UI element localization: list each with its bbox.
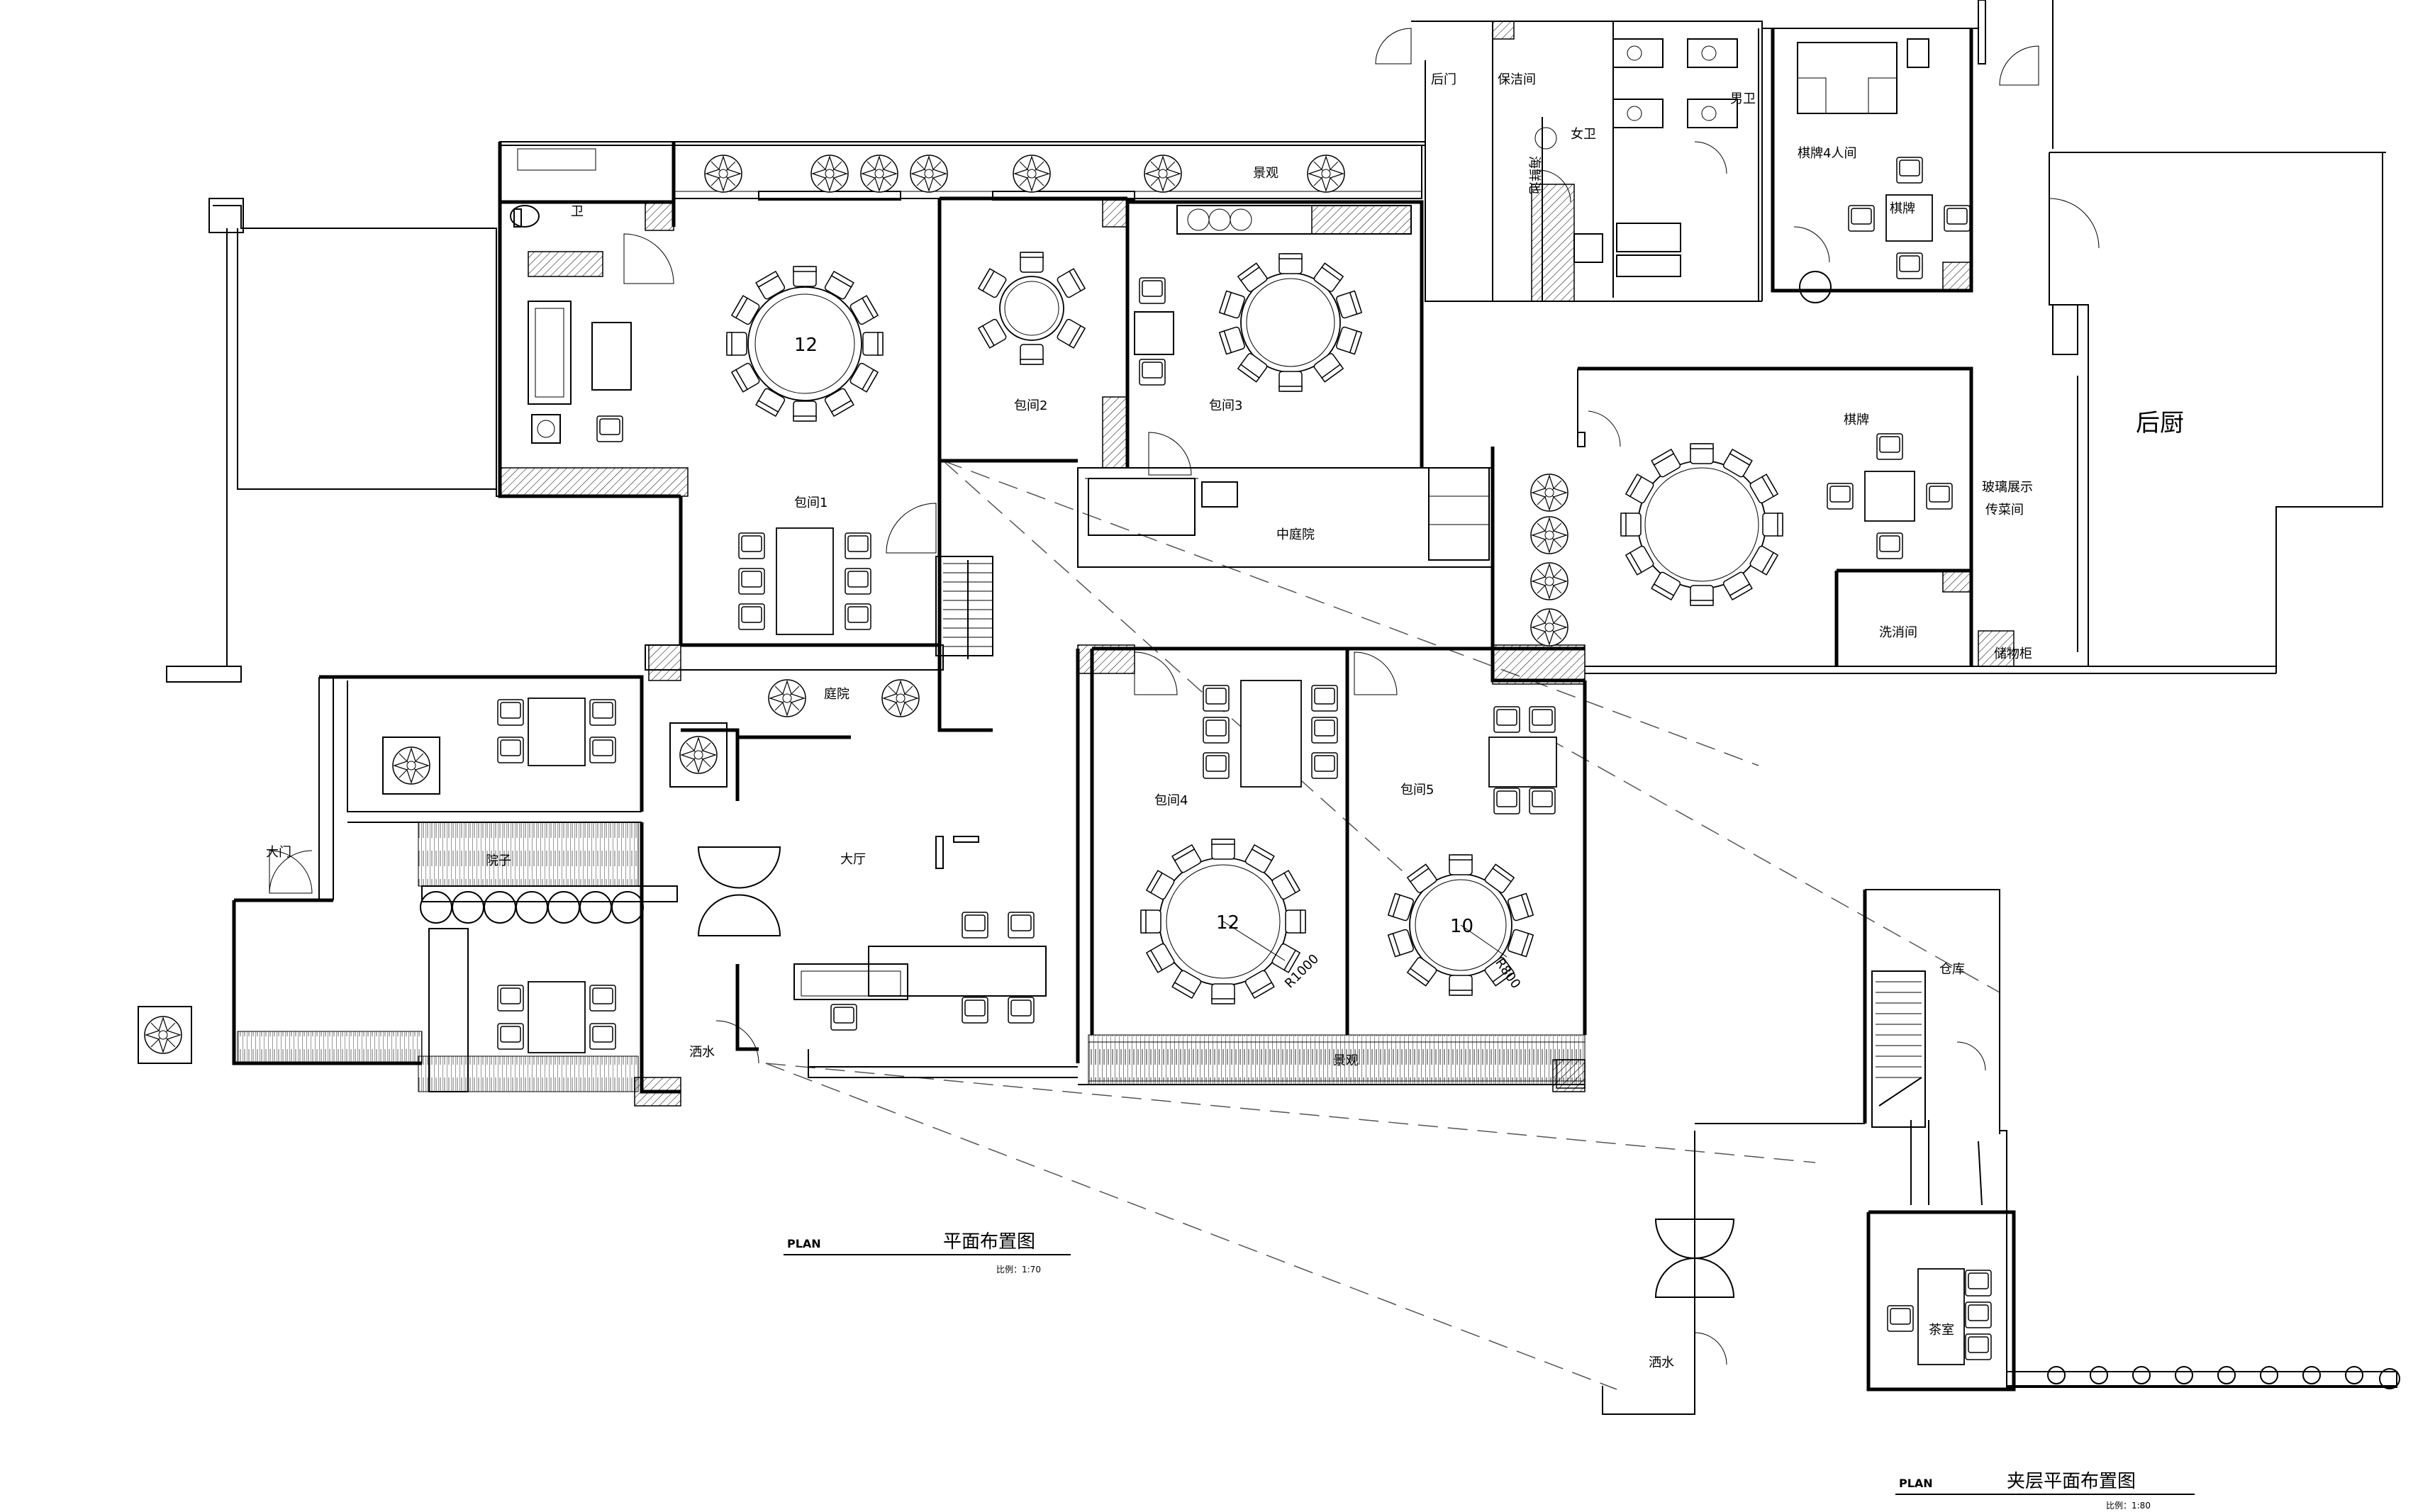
label-warehouse: 仓库 <box>1939 962 1965 977</box>
round-table-room2 <box>978 252 1086 365</box>
guide-lines <box>765 460 2000 1390</box>
label-garden: 庭院 <box>824 687 849 702</box>
label-yard: 院子 <box>486 853 511 868</box>
restroom-fixtures <box>1534 38 1929 303</box>
room3-fixtures <box>1134 205 1412 386</box>
label-landscape-top: 景观 <box>1253 166 1278 181</box>
label-seafood-pool: 海鲜池 <box>1527 156 1542 194</box>
main-plan-title: PLAN 平面布置图 比例：1:70 <box>784 1231 1071 1275</box>
main-plan-label: PLAN <box>787 1237 821 1250</box>
label-main-gate: 大门 <box>266 845 291 860</box>
chess-table-right <box>1827 433 1953 559</box>
mezzanine-plan-label: PLAN <box>1899 1477 1933 1490</box>
main-plan-title-text: 平面布置图 <box>943 1231 1035 1253</box>
decks <box>237 822 1586 1092</box>
label-room4-seats: 12 <box>1216 912 1239 934</box>
label-chess4-table: 棋牌 <box>1890 201 1915 216</box>
rect-table-courtyard <box>497 698 616 766</box>
label-hall: 大厅 <box>840 852 866 867</box>
round-table-right-room <box>1620 443 1783 606</box>
round-table-room5 <box>1387 854 1534 996</box>
label-water-feature: 洒水 <box>689 1045 715 1060</box>
label-water-feature-mezz: 洒水 <box>1649 1355 1674 1370</box>
label-dishwash: 洗消间 <box>1879 625 1917 640</box>
mezzanine-plan-title-text: 夹层平面布置图 <box>2007 1471 2136 1492</box>
label-mens: 男卫 <box>1730 91 1756 106</box>
label-room5-seats: 10 <box>1450 916 1473 937</box>
door-swings <box>269 28 2100 1365</box>
small-plants-row <box>420 891 644 924</box>
main-plan-scale: 比例：1:70 <box>996 1265 1041 1275</box>
courtyard-furniture <box>1088 467 1490 561</box>
label-room2: 包间2 <box>1014 398 1047 413</box>
room1-lounge <box>510 148 632 444</box>
rect-table-room5 <box>1488 706 1557 814</box>
hall-furniture <box>793 836 1047 1031</box>
label-chess4: 棋牌4人间 <box>1798 146 1856 161</box>
label-cleaning: 保洁间 <box>1498 72 1536 87</box>
mezzanine-plan-scale: 比例：1:80 <box>2106 1501 2151 1511</box>
label-chess: 棋牌 <box>1844 413 1869 427</box>
rect-table-yard <box>497 981 616 1053</box>
plants <box>138 155 1568 1064</box>
water-features <box>697 846 1735 1298</box>
round-table-room1 <box>726 266 884 422</box>
main-plan-walls <box>166 141 1587 1107</box>
label-room1: 包间1 <box>794 495 828 510</box>
label-storage-cabinet: 储物柜 <box>1994 646 2032 661</box>
mezzanine-plan-title: PLAN 夹层平面布置图 比例：1:80 <box>1895 1471 2195 1511</box>
label-landscape-bottom: 景观 <box>1333 1053 1359 1068</box>
room-labels: 卫 景观 包间1 包间2 包间3 中庭院 后门 保洁间 海鲜池 女卫 男卫 棋牌… <box>266 72 2184 1370</box>
label-courtyard-center: 中庭院 <box>1276 527 1315 542</box>
mezzanine-walls <box>1602 889 2397 1415</box>
label-room3: 包间3 <box>1209 398 1242 413</box>
rect-table-room1 <box>738 527 871 635</box>
mezzanine-stair <box>1871 970 1926 1128</box>
label-womens: 女卫 <box>1571 127 1596 142</box>
round-table-room3 <box>1218 253 1363 392</box>
label-serving-room: 传菜间 <box>1985 503 2024 517</box>
label-glass-display: 玻璃展示 <box>1982 480 2033 495</box>
chess-table-top <box>1848 157 1971 279</box>
label-room1-seats: 12 <box>794 335 818 356</box>
label-back-kitchen: 后厨 <box>2136 409 2184 437</box>
rect-table-room4 <box>1203 680 1338 788</box>
round-table-room4 <box>1140 839 1306 1004</box>
label-back-door: 后门 <box>1431 72 1456 87</box>
label-room4: 包间4 <box>1154 793 1188 808</box>
label-toilet: 卫 <box>571 204 584 219</box>
label-tea-room: 茶室 <box>1929 1323 1954 1338</box>
label-room5: 包间5 <box>1400 783 1434 797</box>
tea-table <box>1887 1268 1992 1365</box>
bottom-plant-border <box>2047 1366 2400 1389</box>
main-stair <box>935 556 993 659</box>
